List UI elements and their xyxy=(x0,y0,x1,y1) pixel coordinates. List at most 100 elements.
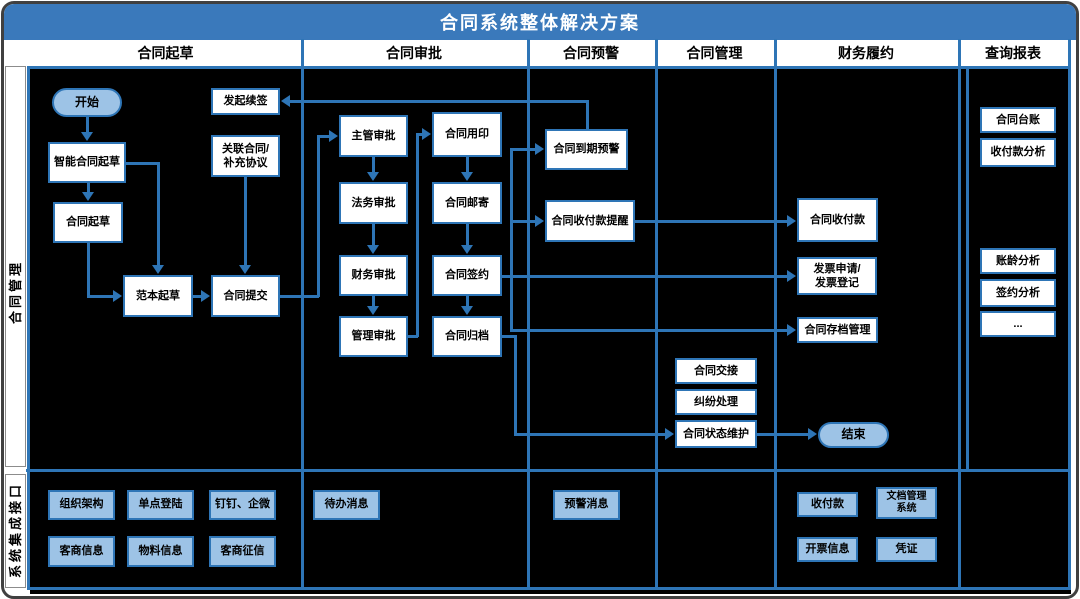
connector-draft-to-template xyxy=(87,295,115,298)
connector-start-to-smart-draft-arrowhead xyxy=(81,132,93,141)
node-todo-message: 待办消息 xyxy=(313,490,380,520)
grid-line xyxy=(27,66,1071,69)
connector-draft-to-template-arrowhead xyxy=(113,290,122,302)
connector-expiry-to-renewal-arrowhead xyxy=(281,95,290,107)
node-finance-approval: 财务审批 xyxy=(339,255,408,296)
connector-start-to-smart-draft xyxy=(86,116,89,134)
grid-line xyxy=(958,39,961,590)
connector-reminder-to-payment xyxy=(634,220,789,223)
node-related-contract: 关联合同/ 补充协议 xyxy=(211,135,280,177)
connector-smart-draft-to-draft xyxy=(87,182,90,194)
grid-line xyxy=(966,66,969,469)
connector-submit-to-manager-approval-arrowhead xyxy=(329,130,338,142)
lane-label-contract-management: 合同管理 xyxy=(8,260,23,325)
connector-seal-to-mail-arrowhead xyxy=(461,172,473,181)
connector-expiry-to-renewal xyxy=(288,100,588,103)
connector-legal-to-finance xyxy=(372,223,375,247)
connector-branch-to-expiry-warning xyxy=(510,148,537,151)
connector-sign-to-archive xyxy=(466,295,469,308)
connector-finance-to-management-arrowhead xyxy=(367,306,379,315)
grid-line xyxy=(1068,39,1071,590)
column-header-warning: 合同预警 xyxy=(563,45,619,61)
connector-sign-to-archive-arrowhead xyxy=(461,306,473,315)
column-header-reports: 查询报表 xyxy=(985,45,1041,61)
node-initiate-renewal: 发起续签 xyxy=(211,88,280,115)
node-customer-credit: 客商征信 xyxy=(209,536,276,567)
node-contract-ledger: 合同台账 xyxy=(980,107,1056,133)
connector-management-to-seal xyxy=(416,133,424,136)
node-expiry-warning: 合同到期预警 xyxy=(545,129,628,170)
connector-status-to-end xyxy=(756,433,810,436)
page-title: 合同系统整体解决方案 xyxy=(440,13,640,33)
node-contract-archive: 合同归档 xyxy=(432,316,502,357)
node-payment-receipt: 收付款 xyxy=(797,492,858,517)
node-voucher: 凭证 xyxy=(876,537,937,562)
connector-archive-to-status xyxy=(501,335,516,338)
node-material-info: 物料信息 xyxy=(127,536,194,567)
connector-management-to-seal xyxy=(416,133,419,337)
node-contract-draft: 合同起草 xyxy=(53,202,123,243)
connector-submit-to-manager-approval xyxy=(317,135,331,138)
node-contract-handover: 合同交接 xyxy=(675,358,757,384)
node-more-reports: ... xyxy=(980,311,1056,337)
connector-management-to-seal-arrowhead xyxy=(422,128,431,140)
node-customer-info: 客商信息 xyxy=(48,536,115,567)
node-smart-contract-draft: 智能合同起草 xyxy=(48,142,126,183)
node-contract-payment: 合同收付款 xyxy=(797,198,878,242)
node-contract-mail: 合同邮寄 xyxy=(432,182,502,224)
connector-smart-draft-to-template xyxy=(157,162,160,267)
node-payment-reminder: 合同收付款提醒 xyxy=(545,200,635,242)
connector-seal-to-mail xyxy=(466,156,469,174)
connector-submit-to-manager-approval xyxy=(279,295,319,298)
node-end: 结束 xyxy=(818,422,889,448)
node-archive-management: 合同存档管理 xyxy=(797,317,878,343)
grid-line xyxy=(26,469,1071,472)
node-contract-sign: 合同签约 xyxy=(432,255,502,296)
connector-status-to-end-arrowhead xyxy=(808,428,817,440)
lane-contract-management-strip xyxy=(5,66,26,467)
node-legal-approval: 法务审批 xyxy=(339,182,408,224)
connector-mail-to-sign-arrowhead xyxy=(461,245,473,254)
node-contract-seal: 合同用印 xyxy=(432,112,502,157)
connector-template-to-submit-arrowhead xyxy=(201,290,210,302)
grid-line xyxy=(27,66,30,590)
connector-legal-to-finance-arrowhead xyxy=(367,245,379,254)
connector-finance-to-management xyxy=(372,295,375,308)
column-header-approval: 合同审批 xyxy=(386,45,442,61)
node-status-maintenance: 合同状态维护 xyxy=(675,420,757,448)
connector-manager-to-legal xyxy=(372,156,375,174)
connector-sign-to-invoice xyxy=(501,275,789,278)
node-org-structure: 组织架构 xyxy=(48,490,115,520)
lane-label-system-integration: 系统集成接口 xyxy=(8,482,23,579)
connector-mail-to-sign xyxy=(466,223,469,247)
node-warning-message: 预警消息 xyxy=(553,490,620,520)
connector-archive-to-status xyxy=(514,335,517,435)
connector-management-to-seal xyxy=(407,335,418,338)
grid-line xyxy=(655,39,658,590)
connector-branch-to-payment-reminder-arrowhead xyxy=(535,215,544,227)
connector-branch-to-archive-management xyxy=(510,329,789,332)
connector-warning-branch-vertical xyxy=(510,148,513,332)
connector-related-to-submit-arrowhead xyxy=(239,265,251,274)
connector-branch-to-expiry-warning-arrowhead xyxy=(535,143,544,155)
title-bar: 合同系统整体解决方案 xyxy=(4,4,1076,40)
node-single-sign-on: 单点登陆 xyxy=(127,490,194,520)
connector-reminder-to-payment-arrowhead xyxy=(787,215,796,227)
node-invoice-apply: 发票申请/ 发票登记 xyxy=(797,257,877,295)
connector-branch-to-payment-reminder xyxy=(510,220,537,223)
node-aging-analysis: 账龄分析 xyxy=(980,248,1056,274)
connector-branch-to-archive-management-arrowhead xyxy=(787,324,796,336)
column-header-drafting: 合同起草 xyxy=(137,45,194,61)
lane-system-integration-strip xyxy=(5,474,26,588)
column-header-finance: 财务履约 xyxy=(838,45,894,61)
grid-line xyxy=(774,39,777,590)
node-manager-approval: 主管审批 xyxy=(339,115,408,157)
connector-expiry-to-renewal xyxy=(586,100,589,131)
column-header-management: 合同管理 xyxy=(686,45,743,61)
connector-manager-to-legal-arrowhead xyxy=(367,172,379,181)
node-invoicing-info: 开票信息 xyxy=(797,537,858,562)
node-dingtalk-wecom: 钉钉、企微 xyxy=(209,490,276,520)
grid-line xyxy=(301,39,304,590)
grid-line xyxy=(527,39,530,590)
